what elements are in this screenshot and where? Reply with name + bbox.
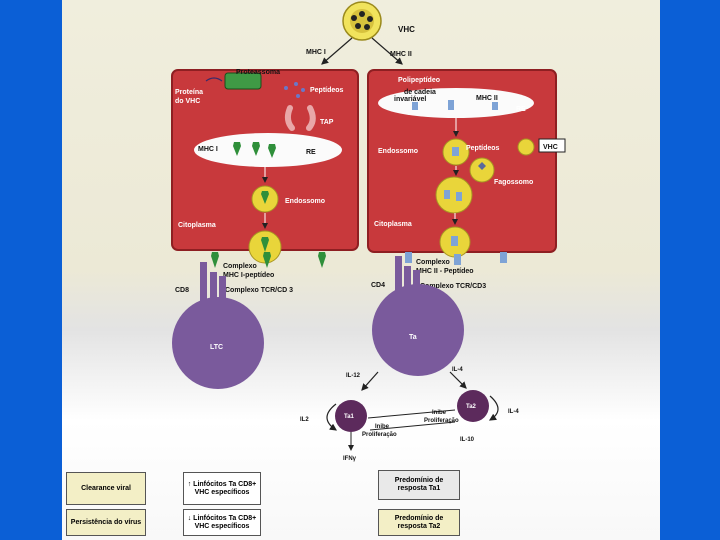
polypeptide-label-3: invariável [394,96,426,103]
legend-th2-line2: resposta Ta2 [397,522,441,530]
legend-th2-line1: Predomínio de [394,514,444,522]
il4b-label: IL-4 [508,409,519,415]
tap-label: TAP [320,119,334,126]
endosome-label-left: Endossomo [285,198,325,205]
cd4-label: CD4 [371,282,385,289]
legend-down: ↓ Linfócitos Ta CD8+ VHC específicos [183,509,261,536]
legend-th1-line1: Predomínio de [394,477,444,485]
vhc-box [538,138,566,153]
inhibit1-line2: Proliferação [362,432,397,438]
legend-up-line2: VHC específicos [194,488,250,496]
il10-label: IL-10 [460,437,475,443]
legend-th1-line2: resposta Ta1 [397,485,441,492]
legend-down-line1: ↓ Linfócitos Ta CD8+ [187,514,257,522]
virus-label: VHC [398,25,415,34]
polypeptide-label-1: Polipeptídeo [398,77,440,84]
th1-cell [335,400,367,432]
hcv-virus-icon [342,1,382,41]
legend-up-line1: ↑ Linfócitos Ta CD8+ [187,480,257,488]
complex2-label-2: MHC II - Peptídeo [416,268,474,275]
slide-panel [62,0,660,540]
complex2-label-1: Complexo [416,259,450,266]
er-mhc1-label: MHC I [198,146,218,153]
legend-up: ↑ Linfócitos Ta CD8+ VHC específicos [183,472,261,505]
complex1-label-2: MHC I-peptídeo [223,272,274,279]
peptides-label-right: Peptídeos [466,145,500,152]
il2-label: IL2 [300,417,309,423]
legend-persistence-text: Persistência do vírus [70,518,142,526]
legend-th2-pred: Predomínio de resposta Ta2 [378,509,460,536]
inhibit1-line1: Inibe [375,424,390,430]
complex1-label-1: Complexo [223,263,257,270]
il4-label: IL-4 [452,367,463,373]
cytoplasm-label-right: Citoplasma [374,221,412,228]
th-lymphocyte [372,284,464,376]
legend-th1-pred: Predomínio de resposta Ta1 [378,470,460,500]
viral-protein-label-1: Proteína [175,89,203,96]
mhc1-pathway-label: MHC I [306,49,326,56]
ctl-lymphocyte [172,297,264,389]
th-label: Ta [409,334,417,341]
vhc-box-label: VHC [543,144,558,151]
mhc2-loading-vesicle [435,176,473,214]
il12-label: IL-12 [346,373,361,379]
tap-transporter-icon [284,105,316,131]
mhc2-pathway-label: MHC II [390,51,412,58]
legend-clearance: Clearance viral [66,472,146,505]
inhibit2-line2: Proliferação [424,418,459,424]
viral-protein-label-2: do VHC [175,98,200,105]
ifn-label: IFNγ [343,456,357,462]
tcr1-label: Complexo TCR/CD 3 [225,287,293,294]
peptides-label-left: Peptídeos [310,87,344,94]
proteasome-icon [224,72,262,90]
mhc2-label-right: MHC II [476,95,498,102]
th1-label: Ta1 [344,414,355,420]
inhibit2-line1: Inibe [432,410,447,416]
endoplasmic-reticulum-right [378,88,534,118]
er-label-right: RE [516,106,526,113]
proteasome-label: Proteassoma [236,69,280,76]
endosome-label-right: Endossomo [378,148,418,155]
legend-clearance-text: Clearance viral [81,484,131,492]
th2-label: Ta2 [466,404,477,410]
endoplasmic-reticulum-left [194,133,342,167]
virus-small-icon [517,138,535,156]
legend-down-line2: VHC específicos [194,522,250,530]
legend-persistence: Persistência do vírus [66,509,146,536]
phagosome-label: Fagossomo [494,179,533,186]
cd8-label: CD8 [175,287,189,294]
th2-cell [457,390,489,422]
er-label-left: RE [306,149,316,156]
ctl-label: LTC [210,344,223,351]
cytoplasm-label-left: Citoplasma [178,222,216,229]
polypeptide-label-2: de cadeia [404,89,436,96]
tcr2-label: Complexo TCR/CD3 [420,283,486,290]
